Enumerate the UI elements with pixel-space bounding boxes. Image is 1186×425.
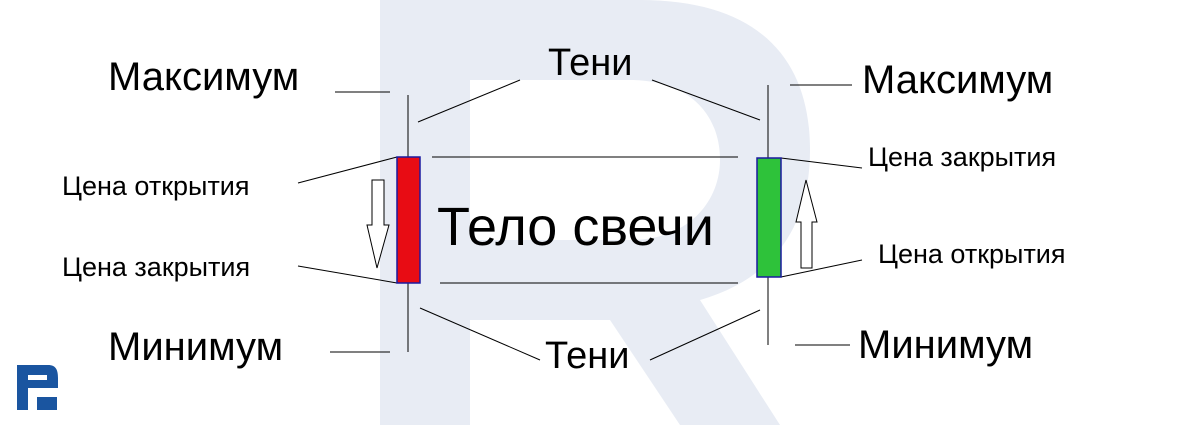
min-left-label: Минимум	[108, 325, 283, 369]
shadows-top-label: Тени	[548, 42, 632, 84]
body-label: Тело свечи	[437, 197, 714, 257]
up-arrow-icon	[795, 179, 818, 269]
watermark-logo	[380, 0, 810, 425]
open-left-leader	[297, 156, 398, 184]
shadow-top-leader-right	[651, 79, 761, 121]
down-arrow-icon	[366, 179, 390, 269]
bearish-candle-body	[396, 156, 421, 284]
shadows-bottom-label: Тени	[545, 335, 629, 377]
shadow-bottom-leader-right	[649, 309, 761, 361]
open-left-label: Цена открытия	[62, 171, 250, 201]
open-right-leader	[780, 259, 863, 278]
shadow-bottom-leader-left	[419, 307, 541, 361]
close-left-leader	[297, 265, 398, 284]
min-right-label: Минимум	[858, 323, 1033, 367]
bullish-candle-body	[756, 157, 782, 278]
close-right-label: Цена закрытия	[868, 142, 1056, 172]
close-right-leader	[780, 157, 863, 169]
shadow-top-leader-left	[417, 79, 521, 123]
brand-logo	[17, 365, 58, 410]
close-left-label: Цена закрытия	[62, 252, 250, 282]
open-right-label: Цена открытия	[878, 239, 1066, 269]
max-right-label: Максимум	[862, 58, 1053, 102]
max-left-label: Максимум	[108, 55, 299, 99]
